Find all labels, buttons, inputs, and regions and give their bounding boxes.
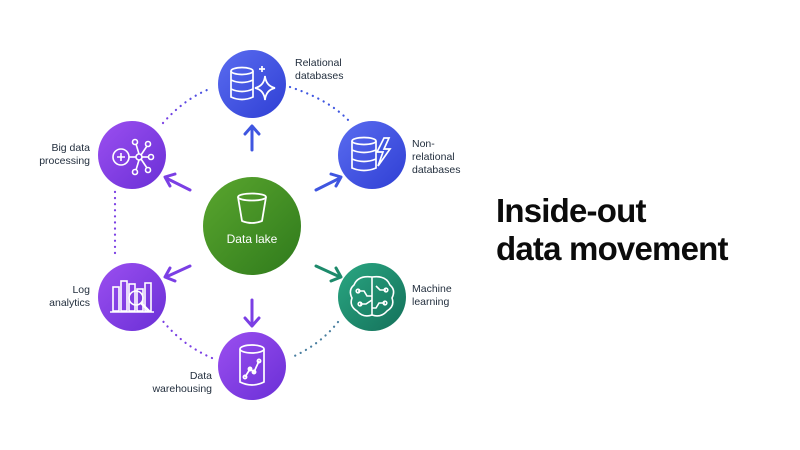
ring-connectors — [113, 85, 390, 360]
label-big-data-processing: Big data processing — [39, 142, 90, 167]
label-nonrelational-databases: Non- relational databases — [412, 138, 461, 176]
label-data-warehousing: Data warehousing — [152, 370, 212, 395]
arrow-to-relational — [243, 124, 261, 152]
label-log-analytics: Log analytics — [49, 284, 90, 309]
database-lightning-icon — [351, 136, 392, 172]
bucket-icon — [237, 192, 267, 224]
label-relational-databases: Relational databases — [295, 57, 344, 82]
arrow-to-ml — [314, 264, 343, 283]
node-big-data-processing — [98, 121, 166, 189]
arrow-to-nonrelational — [314, 172, 343, 192]
arrow-to-warehousing — [243, 298, 261, 328]
database-chart-icon — [239, 344, 265, 386]
ring-segment — [160, 318, 214, 360]
ring-segment — [288, 320, 340, 360]
data-lake-node: Data lake — [203, 177, 301, 275]
node-relational-databases — [218, 50, 286, 118]
arrow-to-log — [163, 264, 192, 283]
data-lake-label: Data lake — [227, 232, 278, 246]
ring-segment — [161, 86, 214, 125]
database-sparkle-icon — [230, 66, 276, 101]
label-machine-learning: Machine learning — [412, 283, 452, 308]
slide-title: Inside-out data movement — [496, 192, 728, 267]
network-hub-icon — [112, 138, 155, 176]
ring-segment — [288, 85, 352, 124]
chart-magnifier-icon — [110, 280, 154, 313]
node-nonrelational-databases — [338, 121, 406, 189]
node-log-analytics — [98, 263, 166, 331]
arrow-to-bigdata — [163, 172, 192, 192]
arrows — [163, 124, 343, 328]
brain-circuit-icon — [349, 275, 395, 317]
node-data-warehousing — [218, 332, 286, 400]
node-machine-learning — [338, 263, 406, 331]
